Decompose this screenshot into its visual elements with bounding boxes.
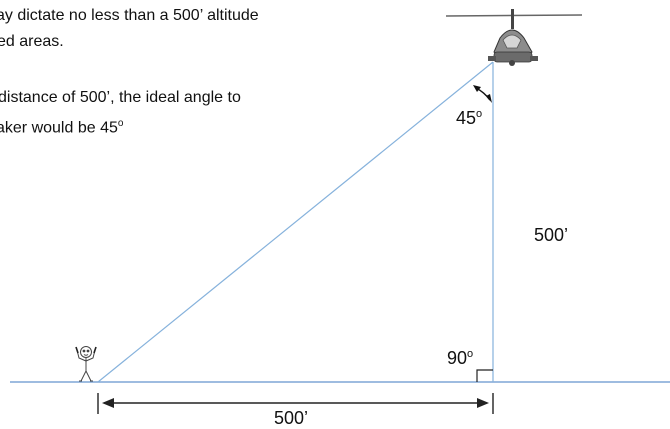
speaker-figure-icon: [75, 346, 97, 382]
helicopter-icon: [445, 9, 583, 66]
horizontal-distance-label: 500’: [274, 408, 309, 428]
text-line-3: distance of 500’, the ideal angle to: [0, 89, 241, 106]
angle-label-90-degree: o: [467, 348, 474, 360]
text-line-4-main: aker would be 45: [0, 119, 118, 137]
sight-line: [97, 61, 494, 383]
right-angle-marker: [476, 369, 493, 382]
angle-label-45: 45o: [456, 108, 482, 129]
text-line-2: ed areas.: [0, 33, 64, 50]
vertical-distance-label: 500’: [534, 225, 569, 245]
degree-symbol: o: [117, 118, 124, 129]
angle-label-45-value: 45: [456, 108, 477, 128]
angle-label-90: 90o: [447, 348, 473, 369]
horizontal-dimension: [97, 393, 494, 414]
angle-label-45-degree: o: [476, 108, 483, 120]
text-line-1: ay dictate no less than a 500’ altitude: [0, 7, 259, 24]
angle-label-90-value: 90: [447, 348, 468, 368]
angle-arc-arrow: [473, 85, 492, 103]
text-line-4: aker would be 45o: [0, 114, 123, 138]
